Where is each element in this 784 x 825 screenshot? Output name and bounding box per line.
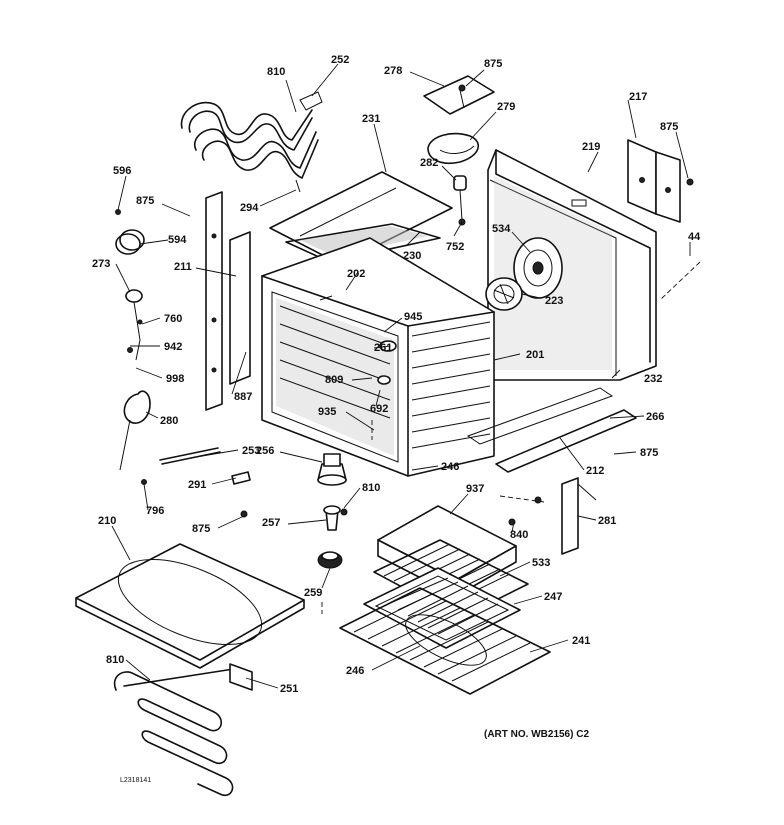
label-231: 231	[362, 113, 380, 125]
bracket-217	[627, 139, 694, 223]
label-266: 266	[646, 411, 664, 423]
wire-coil-594	[115, 209, 145, 255]
label-875-right: 875	[660, 121, 678, 133]
back-panel-219	[487, 149, 657, 381]
lamp-assembly	[317, 453, 348, 569]
label-219: 219	[582, 141, 600, 153]
label-278: 278	[384, 65, 402, 77]
convection-fan	[485, 237, 563, 311]
label-230: 230	[403, 250, 421, 262]
label-810-mid: 810	[362, 482, 380, 494]
label-692: 692	[370, 403, 388, 415]
label-875-left: 875	[136, 195, 154, 207]
label-253: 253	[242, 445, 260, 457]
side-frame-211	[205, 191, 251, 411]
part-282	[453, 175, 467, 226]
art-number-note: (ART NO. WB2156) C2	[484, 729, 589, 740]
label-810-top: 810	[267, 66, 285, 78]
label-210: 210	[98, 515, 116, 527]
part-253	[141, 447, 221, 485]
label-251: 251	[280, 683, 298, 695]
label-942: 942	[164, 341, 182, 353]
label-760: 760	[164, 313, 182, 325]
oven-cavity	[261, 237, 495, 477]
label-44: 44	[688, 231, 701, 243]
label-280: 280	[160, 415, 178, 427]
label-212: 212	[586, 465, 604, 477]
label-252: 252	[331, 54, 349, 66]
label-533: 533	[532, 557, 550, 569]
thermostat-273	[125, 289, 143, 361]
label-232: 232	[644, 373, 662, 385]
label-279: 279	[497, 101, 515, 113]
label-796: 796	[146, 505, 164, 517]
label-840: 840	[510, 529, 528, 541]
bake-element-bottom	[113, 663, 253, 797]
oven-bottom-210	[75, 543, 305, 669]
label-259: 259	[304, 587, 322, 599]
label-291: 291	[188, 479, 206, 491]
bracket-278	[423, 75, 495, 115]
label-810-bottom: 810	[106, 654, 124, 666]
bottom-trim-266	[466, 387, 637, 473]
part-291	[231, 471, 251, 518]
label-281: 281	[598, 515, 616, 527]
label-202: 202	[347, 268, 365, 280]
broil-element-top	[180, 91, 323, 193]
label-211: 211	[174, 261, 192, 273]
label-201: 201	[526, 349, 544, 361]
label-223: 223	[545, 295, 563, 307]
drawing-code: L2318141	[120, 777, 151, 784]
label-998: 998	[166, 373, 184, 385]
label-294: 294	[240, 202, 259, 214]
label-809: 809	[325, 374, 343, 386]
label-752: 752	[446, 241, 464, 253]
label-273: 273	[92, 258, 110, 270]
rack-241	[339, 587, 551, 695]
label-875-top: 875	[484, 58, 502, 70]
label-241: 241	[572, 635, 590, 647]
label-887: 887	[234, 391, 252, 403]
label-935: 935	[318, 406, 336, 418]
label-257: 257	[262, 517, 280, 529]
label-945: 945	[404, 311, 422, 323]
label-246-upper: 246	[441, 461, 459, 473]
label-594: 594	[168, 234, 187, 246]
hinge-281	[508, 477, 597, 555]
label-261-upper: 261	[374, 342, 392, 354]
label-875-mid: 875	[640, 447, 658, 459]
cover-279	[427, 132, 480, 164]
leader-lines	[111, 63, 701, 689]
label-875-lower: 875	[192, 523, 210, 535]
label-282: 282	[420, 157, 438, 169]
label-246-lower: 246	[346, 665, 364, 677]
label-937: 937	[466, 483, 484, 495]
label-534: 534	[492, 223, 511, 235]
probe-280	[119, 390, 151, 471]
label-256: 256	[256, 445, 274, 457]
label-247: 247	[544, 591, 562, 603]
part-labels: 810 252 278 875 279 217 875 231 282 219 …	[92, 54, 701, 784]
label-596: 596	[113, 165, 131, 177]
broil-pan-247	[363, 567, 521, 649]
label-217: 217	[629, 91, 647, 103]
